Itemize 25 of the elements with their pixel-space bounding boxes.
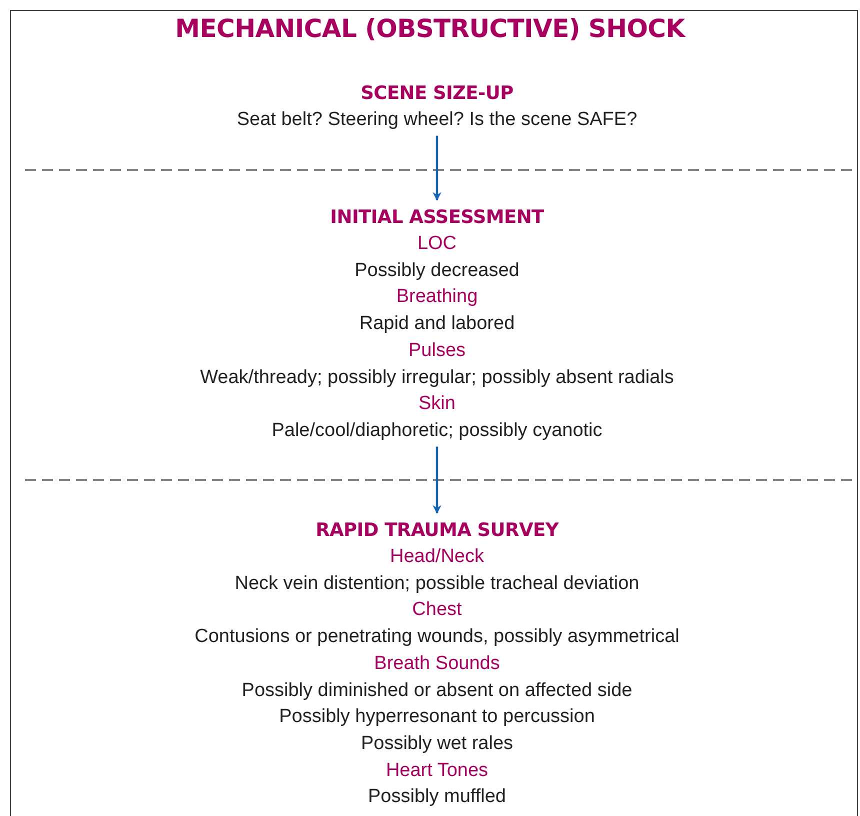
subheading: Breathing xyxy=(395,285,479,310)
subheading: LOC xyxy=(416,232,458,256)
finding-text: Possibly wet rales xyxy=(360,732,514,756)
subheading: Head/Neck xyxy=(389,545,485,569)
finding-text: Possibly decreased xyxy=(354,258,520,283)
finding-text: Weak/thready; possibly irregular; possibly absent radials xyxy=(200,366,674,390)
arrow xyxy=(432,136,442,201)
subheading: Heart Tones xyxy=(384,758,490,783)
subheading: Pulses xyxy=(407,338,466,363)
section-heading: INITIAL ASSESSMENT xyxy=(329,206,545,230)
finding-text: Pale/cool/diaphoretic; possibly cyanotic xyxy=(270,418,604,443)
finding-text: Possibly hyperresonant to percussion xyxy=(278,705,596,730)
section-heading: RAPID TRAUMA SURVEY xyxy=(314,519,560,543)
finding-text: Neck vein distention; possible tracheal deviation xyxy=(234,572,640,596)
subheading: Chest xyxy=(411,598,463,622)
section-heading: SCENE SIZE-UP xyxy=(360,82,514,106)
arrow xyxy=(432,446,442,514)
diagram-title: MECHANICAL (OBSTRUCTIVE) SHOCK xyxy=(174,14,687,43)
finding-text: Possibly diminished or absent on affected side xyxy=(240,678,634,703)
subheading: Skin xyxy=(418,392,456,416)
subheading: Breath Sounds xyxy=(373,652,501,676)
finding-text: Rapid and labored xyxy=(358,312,516,336)
finding-text: Contusions or penetrating wounds, possibly asymmetrical xyxy=(194,625,680,650)
finding-text: Possibly muffled xyxy=(367,785,507,810)
finding-text: Seat belt? Steering wheel? Is the scene SAFE? xyxy=(236,108,638,132)
